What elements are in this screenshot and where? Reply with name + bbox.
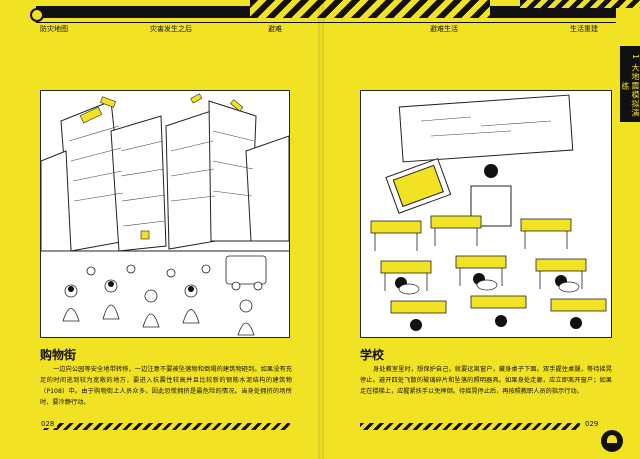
nav-item-shelter-life[interactable]: 避难生活 xyxy=(430,25,458,33)
school-heading: 学校 xyxy=(360,348,385,362)
right-footer-stripe xyxy=(360,423,580,430)
nav-item-rebuild[interactable]: 生活重建 xyxy=(570,25,598,33)
shopping-street-paragraph: 一边向公园等安全地带转移，一边注意不要被坠落物和倒塌的建筑物砸到。如果没有充足的… xyxy=(40,366,292,406)
school-body: 身处教室里时，想保护自己，就要远离窗户，藏身桌子下面。双手握住桌腿，等待摇晃停止… xyxy=(360,364,612,397)
left-footer-stripe xyxy=(40,423,290,430)
shopping-street-body: 一边向公园等安全地带转移，一边注意不要被坠落物和倒塌的建筑物砸到。如果没有充足的… xyxy=(40,364,292,408)
hazard-stripe xyxy=(250,0,490,18)
nav-item-disaster-map[interactable]: 防灾地图 xyxy=(40,25,68,33)
shopping-street-drawing xyxy=(41,91,289,337)
school-paragraph: 身处教室里时，想保护自己，就要远离窗户，藏身桌子下面。双手握住桌腿，等待摇晃停止… xyxy=(360,366,612,395)
target-dot-icon xyxy=(30,8,44,22)
school-classroom-drawing xyxy=(361,91,611,337)
nav-item-evacuation[interactable]: 避难 xyxy=(268,25,282,33)
book-spine xyxy=(318,0,324,459)
publisher-logo-icon xyxy=(601,430,623,452)
left-page-number: 028 xyxy=(38,420,58,428)
top-header-bar: 防灾地图 灾害发生之后 避难 避难生活 生活重建 xyxy=(0,0,640,38)
right-page-number: 029 xyxy=(582,420,602,428)
header-rule xyxy=(36,22,616,23)
chapter-side-tab[interactable]: 1 大地震模拟演练 xyxy=(620,46,640,122)
nav-item-after-disaster[interactable]: 灾害发生之后 xyxy=(150,25,192,33)
shopping-street-illustration xyxy=(40,90,290,338)
hazard-stripe-right xyxy=(520,0,640,8)
shopping-street-heading: 购物街 xyxy=(40,348,77,362)
school-classroom-illustration xyxy=(360,90,612,338)
